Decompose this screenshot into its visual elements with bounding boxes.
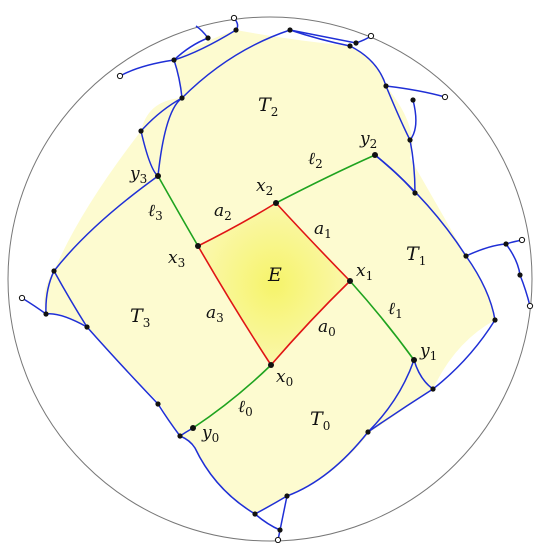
open-vertex bbox=[230, 14, 238, 22]
vertex-x1 bbox=[347, 278, 353, 284]
vertex bbox=[365, 429, 371, 435]
open-vertex bbox=[526, 302, 534, 310]
vertex bbox=[84, 324, 90, 330]
edge-l1 bbox=[349, 280, 415, 361]
vertex-x3 bbox=[195, 243, 201, 249]
open-vertex bbox=[367, 32, 375, 40]
vertex bbox=[463, 253, 469, 259]
edge bbox=[465, 239, 523, 257]
vertex bbox=[430, 386, 436, 392]
label-x3: x3 bbox=[168, 248, 185, 270]
vertex bbox=[407, 137, 413, 143]
open-vertex bbox=[18, 294, 26, 302]
edge bbox=[367, 388, 434, 433]
edge bbox=[374, 154, 496, 321]
vertex bbox=[353, 40, 359, 46]
edge-l2 bbox=[275, 154, 376, 204]
vertex bbox=[205, 35, 211, 41]
edge bbox=[385, 85, 446, 98]
vertex bbox=[517, 272, 523, 278]
label-a3: a3 bbox=[206, 303, 224, 325]
label-l0: ℓ0 bbox=[238, 397, 253, 419]
edge-l3 bbox=[157, 175, 199, 247]
label-a1: a1 bbox=[314, 219, 332, 241]
label-x2: x2 bbox=[256, 176, 273, 198]
vertex bbox=[233, 27, 239, 33]
vertex bbox=[155, 401, 161, 407]
edge bbox=[409, 139, 416, 194]
vertex bbox=[410, 97, 416, 103]
vertices bbox=[43, 27, 523, 533]
vertex bbox=[503, 241, 509, 247]
edge bbox=[53, 270, 88, 328]
label-T3: T3 bbox=[130, 305, 150, 330]
label-l1: ℓ1 bbox=[388, 299, 403, 321]
open-vertex bbox=[274, 536, 282, 543]
vertex bbox=[284, 493, 290, 499]
open-vertex bbox=[116, 72, 124, 80]
edge bbox=[119, 59, 175, 77]
vertex-y2 bbox=[372, 152, 378, 158]
vertex-y0 bbox=[190, 425, 196, 431]
label-a2: a2 bbox=[214, 201, 232, 223]
label-a0: a0 bbox=[318, 317, 336, 339]
label-l3: ℓ3 bbox=[148, 201, 163, 223]
vertex bbox=[252, 511, 258, 517]
label-y3: y3 bbox=[129, 164, 147, 186]
vertex-x0 bbox=[268, 362, 274, 368]
boundary-circle bbox=[7, 16, 533, 542]
vertex bbox=[43, 311, 49, 317]
open-vertex bbox=[518, 236, 526, 244]
edge bbox=[86, 326, 159, 405]
open-endpoints bbox=[18, 14, 534, 543]
label-E: E bbox=[267, 264, 282, 286]
vertex bbox=[492, 317, 498, 323]
edge bbox=[45, 175, 159, 315]
vertex bbox=[171, 57, 177, 63]
edge bbox=[277, 495, 288, 541]
vertex bbox=[277, 527, 283, 533]
label-x0: x0 bbox=[276, 367, 293, 389]
label-x1: x1 bbox=[356, 261, 373, 283]
edge bbox=[157, 97, 183, 177]
vertex bbox=[138, 128, 144, 134]
vertex bbox=[51, 268, 57, 274]
edge bbox=[179, 435, 256, 515]
edge bbox=[173, 37, 209, 61]
vertex bbox=[347, 43, 353, 49]
edge bbox=[157, 403, 181, 437]
vertex bbox=[179, 95, 185, 101]
edge bbox=[173, 59, 183, 99]
label-y2: y2 bbox=[359, 129, 377, 151]
edge bbox=[140, 29, 291, 132]
label-T2: T2 bbox=[258, 94, 278, 119]
label-y1: y1 bbox=[419, 341, 437, 363]
vertex-y3 bbox=[155, 173, 161, 179]
label-T0: T0 bbox=[310, 408, 330, 433]
vertex bbox=[177, 433, 183, 439]
vertex bbox=[383, 83, 389, 89]
vertex-y1 bbox=[411, 357, 417, 363]
edge-l0 bbox=[192, 364, 272, 429]
vertex-x2 bbox=[273, 200, 279, 206]
vertex bbox=[287, 27, 293, 33]
label-y0: y0 bbox=[201, 423, 219, 445]
green-edges bbox=[157, 154, 415, 429]
label-T1: T1 bbox=[406, 243, 426, 268]
vertex bbox=[412, 190, 418, 196]
open-vertex bbox=[441, 93, 449, 101]
label-l2: ℓ2 bbox=[308, 149, 323, 171]
